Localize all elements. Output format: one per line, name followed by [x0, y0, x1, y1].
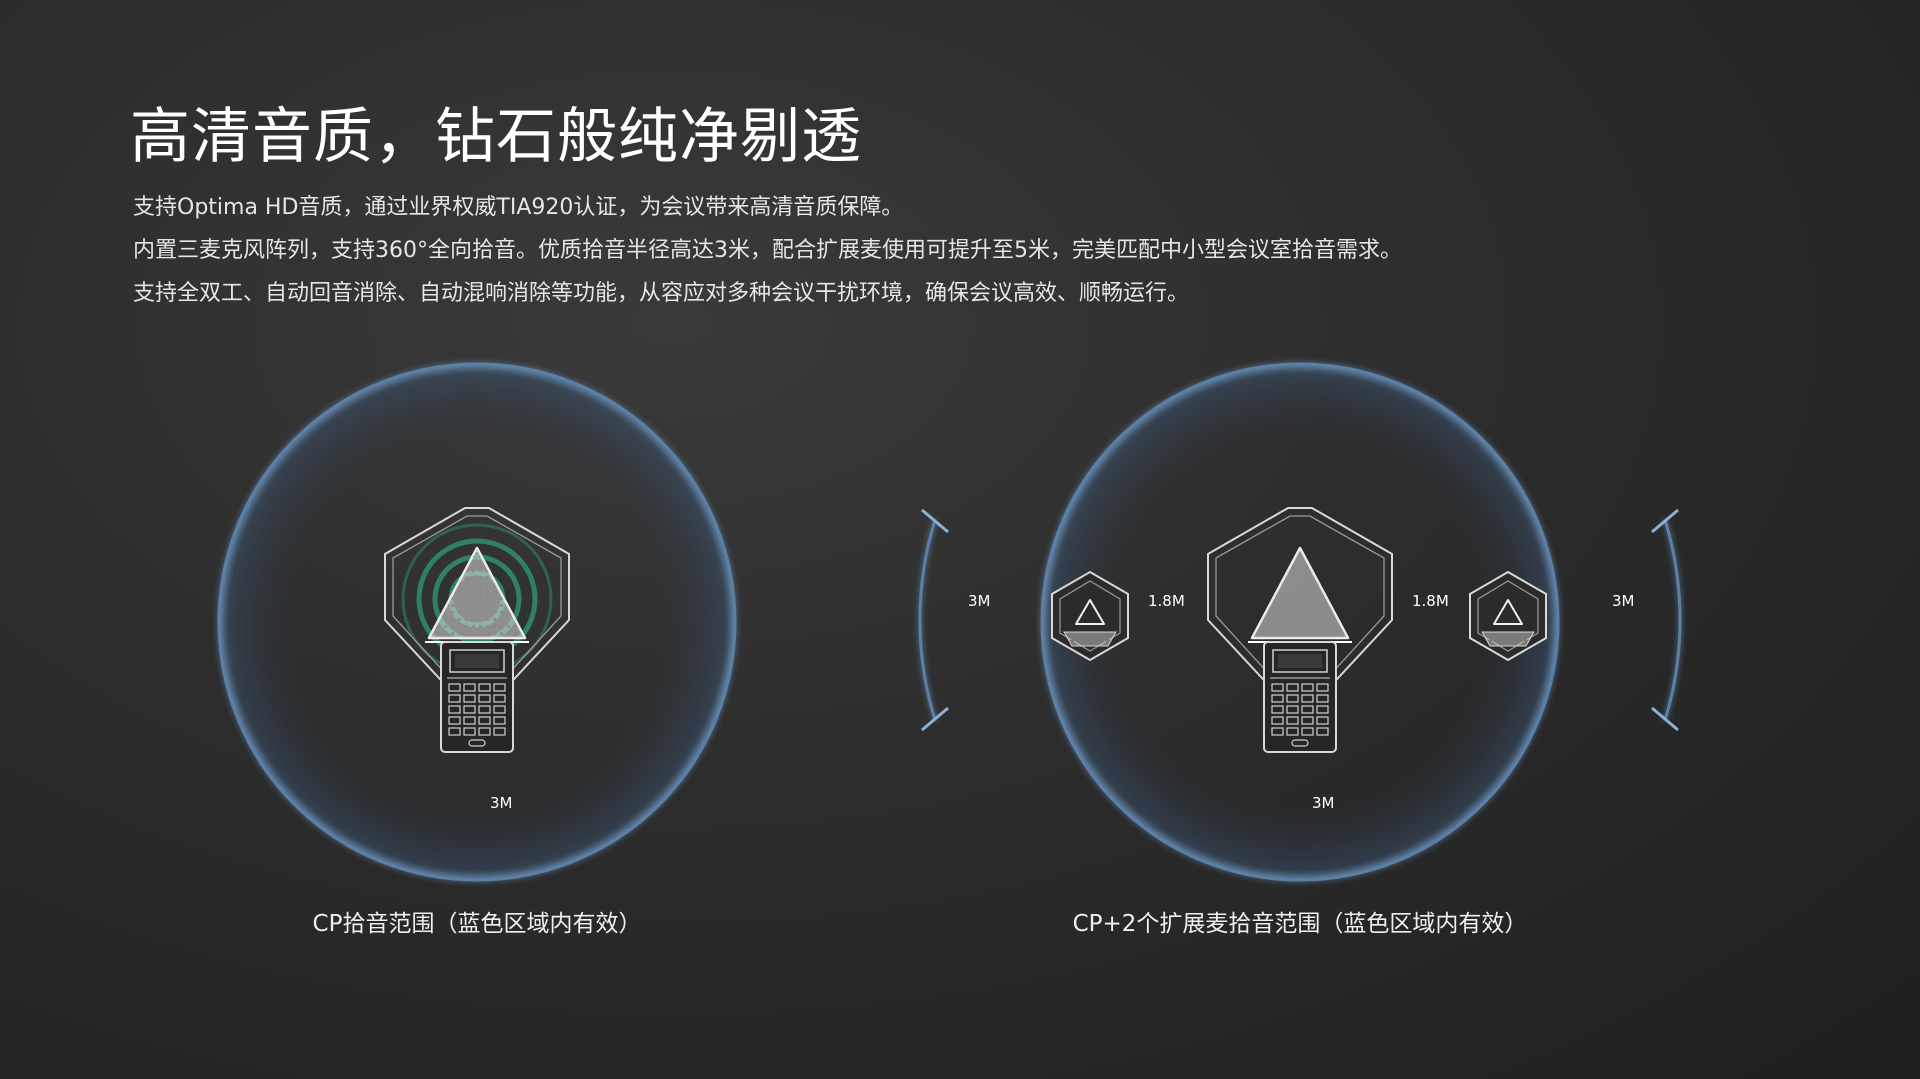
range-label: 3M	[490, 794, 513, 812]
diagram-caption-right: CP+2个扩展麦拾音范围（蓝色区域内有效）	[1072, 911, 1528, 937]
cp-pickup-diagram: 3M	[217, 362, 737, 882]
extension-range-arc-left	[918, 519, 937, 721]
cp-extension-pickup-diagram: 3M 1.8M 1.8M 3M 3M	[907, 362, 1693, 882]
description-line: 内置三麦克风阵列，支持360°全向拾音。优质拾音半径高达3米，配合扩展麦使用可提…	[133, 238, 1402, 263]
range-label: 3M	[1612, 592, 1635, 610]
diagram-caption-left: CP拾音范围（蓝色区域内有效）	[312, 911, 642, 937]
arc-end-tick	[921, 508, 949, 732]
extension-range-arc-right	[1663, 519, 1682, 721]
range-label: 3M	[968, 592, 991, 610]
description-line: 支持全双工、自动回音消除、自动混响消除等功能，从容应对多种会议干扰环境，确保会议…	[133, 281, 1190, 306]
range-label: 3M	[1312, 794, 1335, 812]
range-label: 1.8M	[1412, 592, 1449, 610]
page-title: 高清音质，钻石般纯净剔透	[130, 102, 862, 172]
range-label: 1.8M	[1148, 592, 1185, 610]
feature-description: 支持Optima HD音质，通过业界权威TIA920认证，为会议带来高清音质保障…	[133, 186, 1402, 315]
description-line: 支持Optima HD音质，通过业界权威TIA920认证，为会议带来高清音质保障…	[133, 195, 904, 220]
arc-end-tick	[1651, 508, 1679, 732]
